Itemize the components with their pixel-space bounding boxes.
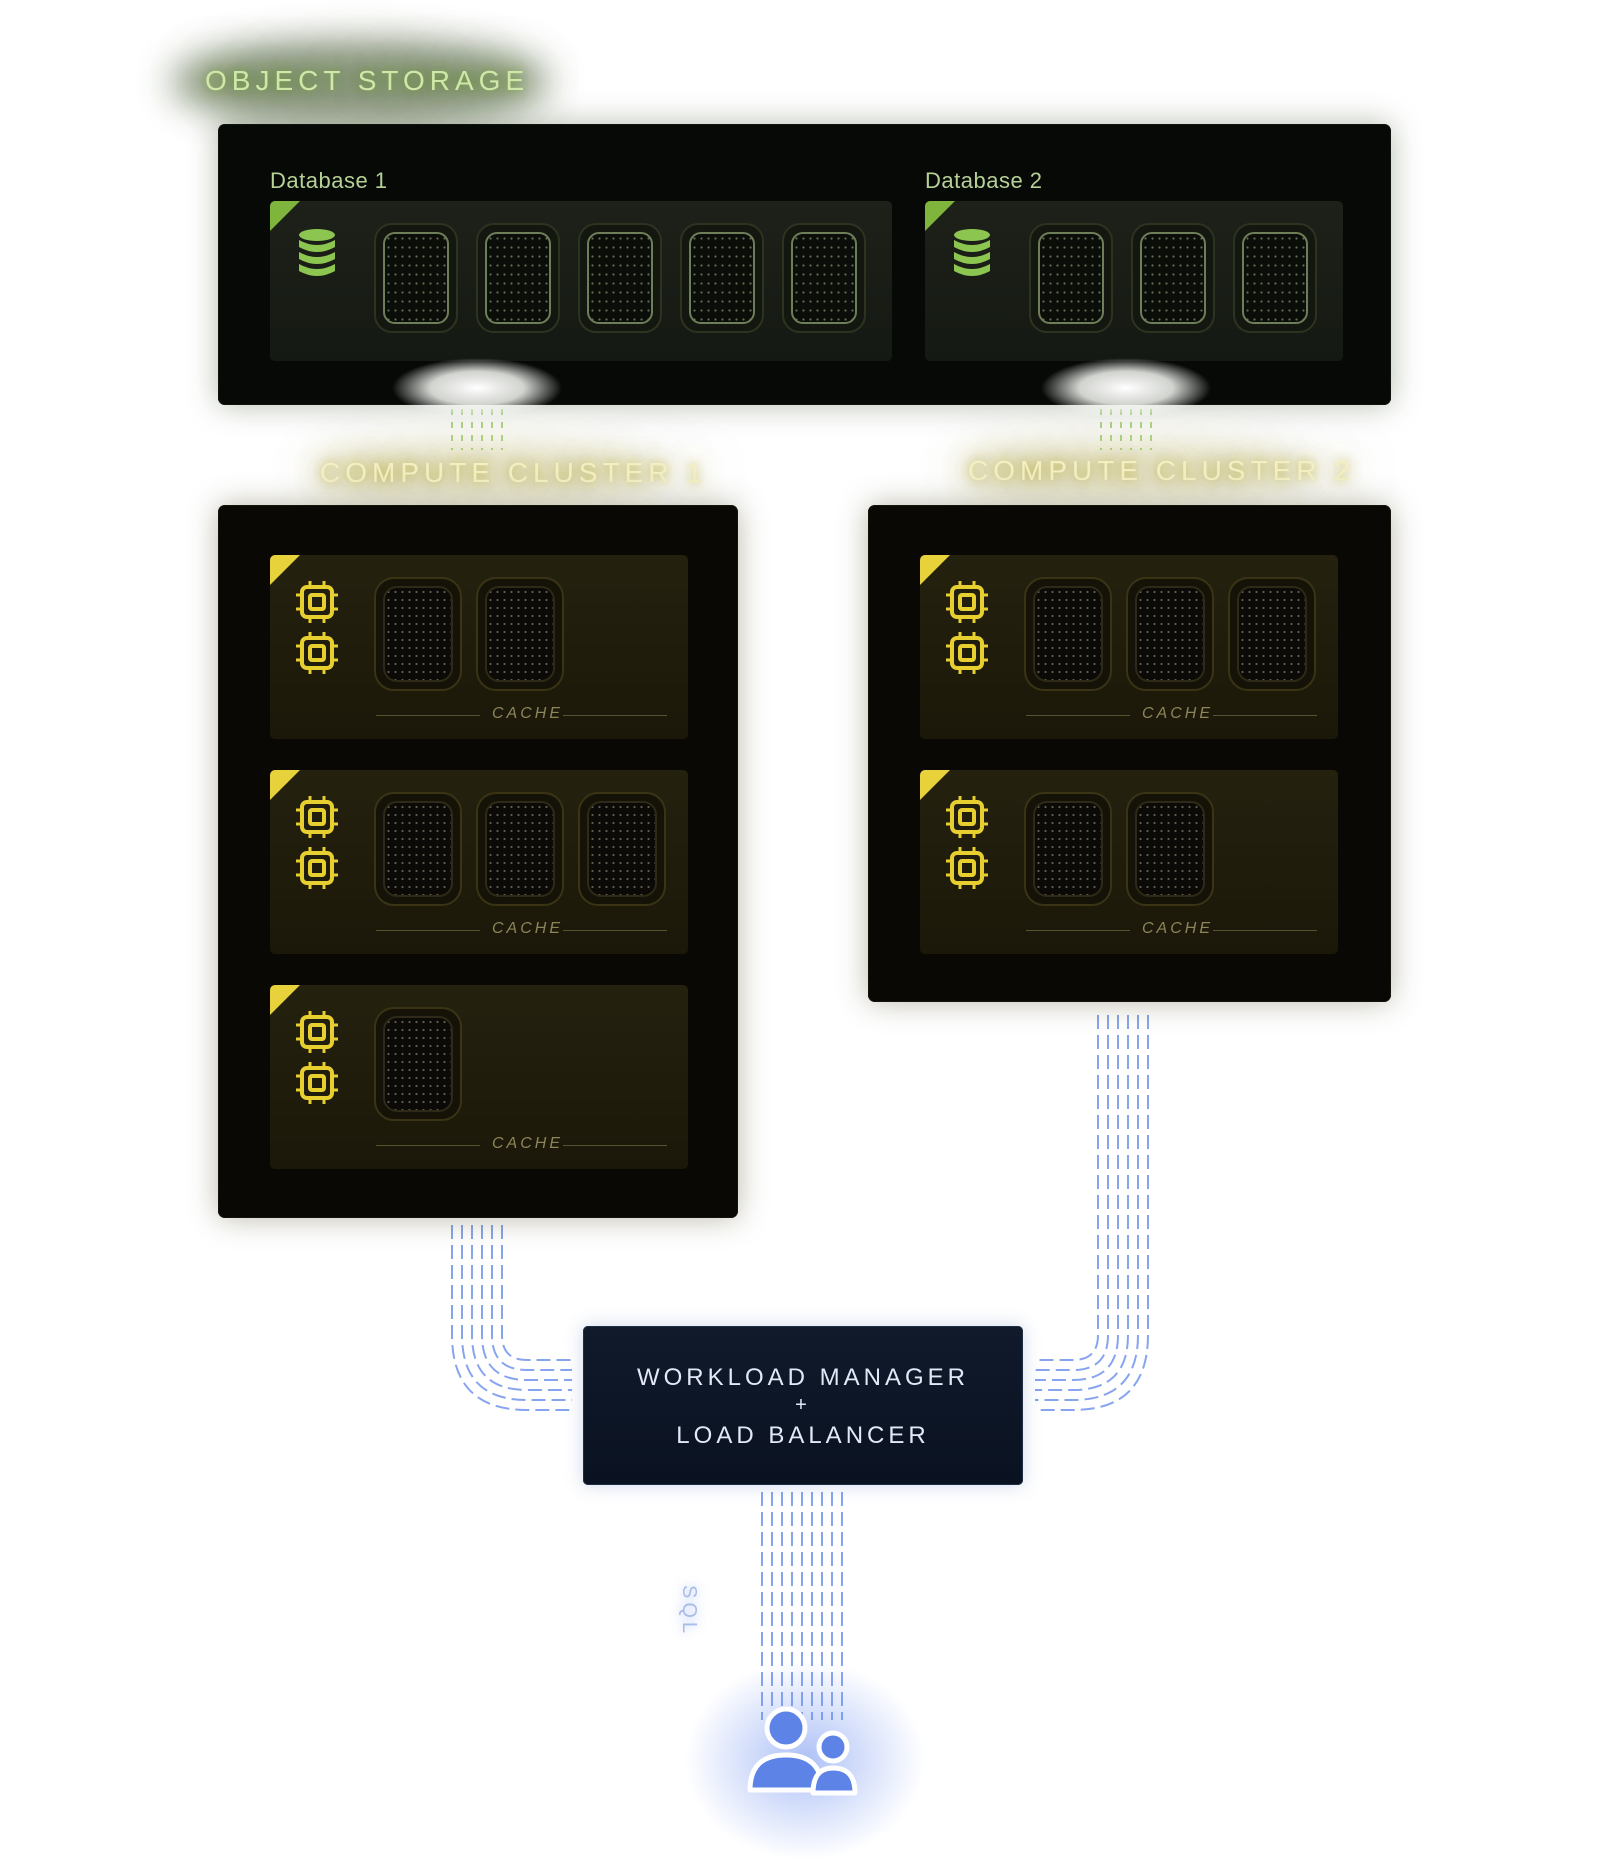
data-shard [1233, 223, 1317, 333]
cache-divider [1026, 930, 1130, 931]
cpu-chip-icon [296, 1011, 338, 1053]
cache-slot [374, 792, 462, 906]
cpu-chip-icon [946, 847, 988, 889]
tray-corner-marker [270, 201, 300, 231]
cache-slot [1024, 577, 1112, 691]
compute-node[interactable]: CACHE [270, 985, 688, 1169]
data-shard [374, 223, 458, 333]
database-icon [954, 229, 990, 276]
cache-divider [376, 715, 480, 716]
data-shard [476, 223, 560, 333]
load-balancer-label: LOAD BALANCER [676, 1422, 930, 1449]
database-1-tray[interactable] [270, 201, 892, 361]
data-shard [782, 223, 866, 333]
cache-divider [563, 930, 667, 931]
cpu-chip-icon [296, 1062, 338, 1104]
cache-divider [376, 930, 480, 931]
compute-cluster-1-title: COMPUTE CLUSTER 1 [320, 457, 707, 488]
cpu-chip-icon [296, 796, 338, 838]
sql-label: SQL [678, 1585, 700, 1638]
cluster1-to-manager-connector [451, 1225, 572, 1411]
cpu-chip-icon [296, 632, 338, 674]
cache-slot [374, 1007, 462, 1121]
cpu-chip-icon [946, 581, 988, 623]
cache-divider [1213, 715, 1317, 716]
compute-cluster-2-title: COMPUTE CLUSTER 2 [968, 455, 1355, 486]
tray-corner-marker [270, 555, 300, 585]
cache-divider [1213, 930, 1317, 931]
tray-corner-marker [270, 985, 300, 1015]
compute-node[interactable]: CACHE [270, 770, 688, 954]
cpu-chip-icon [946, 632, 988, 674]
cache-slot [476, 577, 564, 691]
cache-label: CACHE [492, 920, 564, 937]
cache-slot [1228, 577, 1316, 691]
cache-slot [374, 577, 462, 691]
object-storage-title: OBJECT STORAGE [205, 65, 530, 96]
tray-corner-marker [270, 770, 300, 800]
workload-manager-box[interactable]: WORKLOAD MANAGER + LOAD BALANCER [583, 1326, 1023, 1485]
cache-slot [1126, 577, 1214, 691]
tray-corner-marker [925, 201, 955, 231]
cache-label: CACHE [1142, 705, 1214, 722]
cache-divider [376, 1145, 480, 1146]
workload-manager-label: WORKLOAD MANAGER [636, 1364, 970, 1391]
database-1-label: Database 1 [270, 168, 388, 193]
cache-divider [563, 1145, 667, 1146]
compute-node[interactable]: CACHE [920, 555, 1338, 739]
cluster2-to-manager-connector [1035, 1015, 1149, 1411]
plus-sign: + [795, 1394, 811, 1416]
compute-node[interactable]: CACHE [270, 555, 688, 739]
data-shard [1029, 223, 1113, 333]
cache-divider [1026, 715, 1130, 716]
cache-label: CACHE [1142, 920, 1214, 937]
cache-label: CACHE [492, 1135, 564, 1152]
data-shard [578, 223, 662, 333]
users-icon[interactable] [745, 1700, 865, 1810]
cache-slot [476, 792, 564, 906]
cache-slot [578, 792, 666, 906]
cache-slot [1024, 792, 1112, 906]
cache-divider [563, 715, 667, 716]
compute-node[interactable]: CACHE [920, 770, 1338, 954]
cpu-chip-icon [296, 581, 338, 623]
compute-cluster-1-panel: CACHE CACHE CACHE [218, 505, 738, 1218]
cache-label: CACHE [492, 705, 564, 722]
compute-cluster-2-panel: CACHE CACHE [868, 505, 1391, 1002]
database-2-tray[interactable] [925, 201, 1343, 361]
cache-slot [1126, 792, 1214, 906]
tray-corner-marker [920, 770, 950, 800]
tray-corner-marker [920, 555, 950, 585]
cpu-chip-icon [946, 796, 988, 838]
database-2-label: Database 2 [925, 168, 1043, 193]
cpu-chip-icon [296, 847, 338, 889]
data-shard [1131, 223, 1215, 333]
database-icon [299, 229, 335, 276]
object-storage-panel: Database 1 Database 2 [218, 124, 1391, 405]
data-shard [680, 223, 764, 333]
